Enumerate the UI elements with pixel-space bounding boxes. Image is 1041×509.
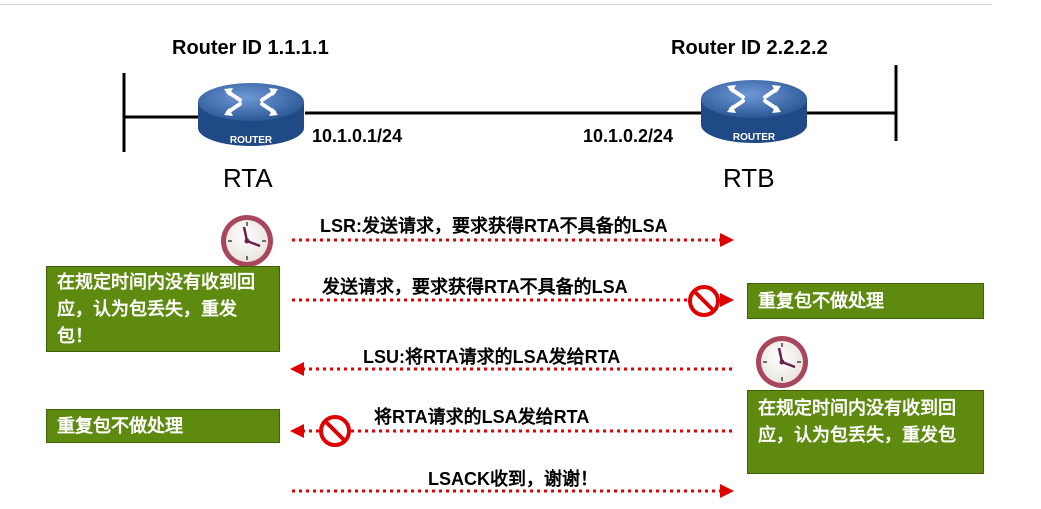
note-right-duplicate: 重复包不做处理 [747,283,984,319]
message-label: 将RTA请求的LSA发给RTA [374,407,590,427]
top-divider [0,4,992,5]
arrowhead-right [720,484,734,498]
no-entry-icon [319,415,351,447]
no-entry-icon [688,285,720,317]
ip-left: 10.1.0.1/24 [312,126,403,146]
arrowhead-left [290,424,304,438]
arrowhead-right [720,293,734,307]
router-badge-label: ROUTER [733,132,776,143]
clock-icon [221,215,273,267]
router-badge-label: ROUTER [230,135,273,146]
ip-right: 10.1.0.2/24 [583,126,674,146]
router-icon: ROUTER [198,83,304,146]
note-left-timeout: 在规定时间内没有收到回应，认为包丢失，重发包！ [46,266,280,352]
router-id-right: Router ID 2.2.2.2 [671,37,828,59]
router-id-left: Router ID 1.1.1.1 [172,37,329,59]
router-name-right: RTB [723,163,775,193]
message-label: 发送请求，要求获得RTA不具备的LSA [322,277,628,297]
message-label: LSU:将RTA请求的LSA发给RTA [363,347,621,367]
router-name-left: RTA [223,163,273,193]
arrowhead-right [720,233,734,247]
message-label: LSACK收到，谢谢！ [428,469,598,489]
router-icon: ROUTER [701,80,807,143]
note-left-duplicate: 重复包不做处理 [46,409,280,443]
note-right-timeout: 在规定时间内没有收到回应，认为包丢失，重发包 [747,390,984,474]
message-label: LSR:发送请求，要求获得RTA不具备的LSA [320,216,668,236]
arrowhead-left [290,362,304,376]
clock-icon [756,336,808,388]
